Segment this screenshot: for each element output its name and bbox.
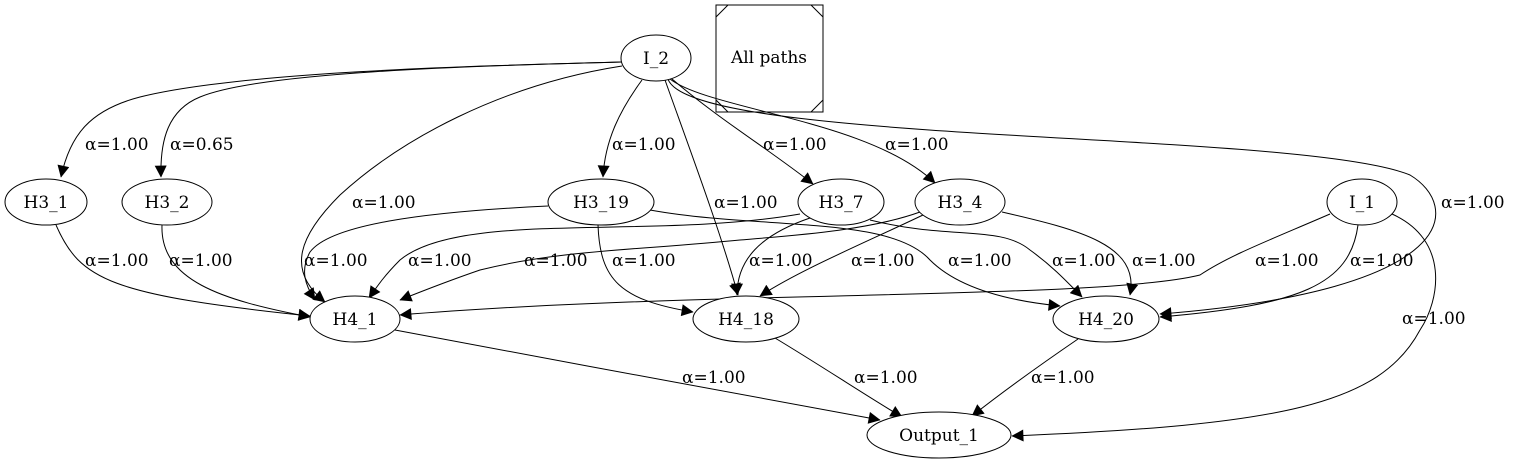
node-ellipse [866, 411, 1012, 459]
edge-h3-4-to-h4-18 [759, 214, 924, 297]
node-h3-4: H3_4 [914, 178, 1006, 226]
edge-label: α=1.00 [612, 251, 676, 271]
edge-label: α=1.00 [1255, 251, 1319, 271]
node-h3-7: H3_7 [797, 178, 885, 226]
edge-label: α=1.00 [763, 135, 827, 155]
node-ellipse [692, 295, 800, 343]
edge-h3-2-to-h4-1 [161, 224, 311, 321]
edge-h3-4-to-h4-1 [399, 211, 921, 302]
node-label: I_1 [1349, 193, 1375, 213]
node-ellipse [4, 178, 88, 226]
edge-label: α=1.00 [1132, 251, 1196, 271]
node-label: H4_20 [1078, 310, 1134, 330]
edge-label: α=1.00 [1441, 193, 1505, 213]
edge-i-1-to-output-1 [1011, 213, 1437, 442]
node-h3-2: H3_2 [121, 178, 213, 226]
nodes-layer: I_2H3_1 H3_2 H3_19 H3_7 H3_4 I_1H4_1 H4_18 H4_2… [4, 34, 1398, 459]
edge-h3-7-to-h4-1 [368, 213, 801, 299]
edge-h3-7-to-h4-20 [869, 219, 1083, 298]
legend-box: All paths [715, 4, 824, 113]
edge-h4-20-to-output-1 [971, 338, 1079, 417]
node-ellipse [1326, 178, 1398, 226]
edge-h3-19-to-h4-20 [649, 209, 1061, 311]
edge-i-2-to-h3-4 [669, 78, 936, 184]
node-i-1: I_1 [1326, 178, 1398, 226]
node-h4-1: H4_1 [309, 295, 401, 343]
node-ellipse [309, 295, 401, 343]
node-ellipse [547, 178, 655, 226]
node-label: H3_19 [573, 193, 629, 213]
node-ellipse [914, 178, 1006, 226]
edge-label: α=0.65 [170, 135, 234, 155]
node-label: H3_4 [938, 193, 983, 213]
edge-i-1-to-h4-1 [399, 213, 1331, 321]
node-label: H3_1 [24, 193, 69, 213]
edge-label: α=1.00 [885, 135, 949, 155]
edge-labels-layer: α=1.00 α=0.65 α=1.00 α=1.00 α=1.00 α=1.00 α=1.… [85, 135, 1505, 388]
edge-i-2-to-h4-18 [664, 79, 741, 296]
edge-i-2-to-h4-1 [301, 65, 623, 303]
edge-i-2-to-h3-2 [154, 61, 623, 178]
edge-h4-18-to-output-1 [774, 337, 903, 418]
node-h4-20: H4_20 [1052, 295, 1160, 343]
edge-label: α=1.00 [85, 135, 149, 155]
node-h3-19: H3_19 [547, 178, 655, 226]
edge-label: α=1.00 [169, 251, 233, 271]
edge-label: α=1.00 [408, 251, 472, 271]
node-ellipse [620, 34, 692, 82]
edge-label: α=1.00 [1052, 251, 1116, 271]
edge-h3-19-to-h4-18 [597, 224, 694, 317]
edge-label: α=1.00 [714, 193, 778, 213]
edges-layer [55, 61, 1437, 442]
edge-h3-4-to-h4-20 [1001, 211, 1139, 296]
edge-label: α=1.00 [749, 251, 813, 271]
node-h4-18: H4_18 [692, 295, 800, 343]
edge-h3-1-to-h4-1 [55, 224, 311, 321]
node-label: Output_1 [899, 426, 979, 446]
edge-label: α=1.00 [1350, 251, 1414, 271]
edge-label: α=1.00 [352, 193, 416, 213]
legend-frame [715, 4, 824, 113]
edge-label: α=1.00 [1031, 368, 1095, 388]
node-label: H4_18 [718, 310, 774, 330]
node-label: H4_1 [333, 310, 378, 330]
edge-label: α=1.00 [851, 251, 915, 271]
node-label: I_2 [643, 49, 669, 69]
node-output-1: Output_1 [866, 411, 1012, 459]
edge-label: α=1.00 [948, 251, 1012, 271]
node-h3-1: H3_1 [4, 178, 88, 226]
node-label: H3_2 [145, 193, 190, 213]
edge-label: α=1.00 [524, 251, 588, 271]
edge-i-1-to-h4-20 [1159, 224, 1359, 323]
node-ellipse [1052, 295, 1160, 343]
edge-h3-19-to-h4-1 [303, 205, 549, 301]
node-ellipse [797, 178, 885, 226]
edge-i-2-to-h3-7 [671, 78, 814, 185]
node-label: H3_7 [819, 193, 864, 213]
edge-h4-1-to-output-1 [394, 329, 881, 424]
edge-label: α=1.00 [1402, 309, 1466, 329]
edge-label: α=1.00 [612, 135, 676, 155]
node-ellipse [121, 178, 213, 226]
edge-label: α=1.00 [85, 251, 149, 271]
edge-i-2-to-h3-1 [57, 61, 623, 178]
edge-i-2-to-h3-19 [597, 79, 643, 178]
legend-label: All paths [730, 48, 807, 68]
edge-label: α=1.00 [682, 368, 746, 388]
legend-corner-marks [715, 4, 824, 113]
edge-label: α=1.00 [854, 368, 918, 388]
node-i-2: I_2 [620, 34, 692, 82]
edge-label: α=1.00 [304, 251, 368, 271]
edge-i-2-to-h4-20 [667, 78, 1437, 320]
